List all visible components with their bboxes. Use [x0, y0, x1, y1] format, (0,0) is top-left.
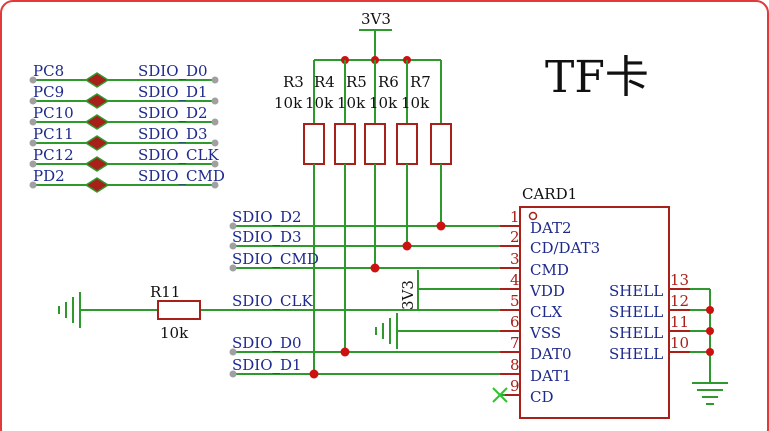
port-label: PD2: [33, 167, 65, 185]
port-label: PC11: [33, 125, 74, 143]
resistor-value: 10k: [160, 324, 189, 342]
net-label: SDIO_D3: [138, 125, 208, 143]
port-label: PC12: [33, 146, 74, 164]
net-label: SDIO_CLK: [232, 292, 313, 310]
resistor-value: 10k: [305, 94, 334, 112]
resistor-r5: [364, 123, 386, 165]
resistor-ref: R4: [314, 73, 335, 91]
pin-number: 3: [510, 250, 520, 268]
connector-ref: CARD1: [522, 185, 577, 203]
net-label: SDIO_CLK: [138, 146, 219, 164]
resistor-r6: [396, 123, 418, 165]
pin-number: 13: [670, 271, 689, 289]
resistor-r11: [157, 300, 201, 320]
pin-number: 7: [510, 334, 520, 352]
pin-number: 4: [510, 271, 520, 289]
pin-number: 9: [510, 377, 520, 395]
port-label: PC9: [33, 83, 64, 101]
net-label: SDIO_D2: [138, 104, 208, 122]
resistor-ref: R11: [150, 283, 180, 301]
resistor-r7: [430, 123, 452, 165]
pin-name: DAT2: [530, 219, 572, 237]
sheet-title: TF卡: [545, 52, 649, 103]
pin-name: SHELL: [609, 345, 663, 363]
net-label: SDIO_D1: [232, 356, 302, 374]
pin-name: DAT0: [530, 345, 572, 363]
pin-number: 11: [670, 313, 689, 331]
power-label: 3V3: [399, 280, 417, 310]
pin-number: 2: [510, 228, 520, 246]
gnd-symbol-left: [58, 292, 81, 328]
signal-wires: [80, 221, 500, 379]
gnd-symbol-shell: [690, 288, 728, 405]
port-label: PC10: [33, 104, 74, 122]
resistor-ref: R5: [346, 73, 367, 91]
pin-name: VSS: [529, 324, 561, 342]
net-label: SDIO_D0: [138, 62, 208, 80]
net-label: SDIO_CMD: [232, 250, 319, 268]
net-map-row: PC9 SDIO_D1: [29, 83, 219, 109]
resistor-ref: R7: [410, 73, 431, 91]
pin-name: SHELL: [609, 303, 663, 321]
power-label: 3V3: [361, 10, 391, 28]
power-symbol-3v3: 3V3: [359, 10, 392, 60]
resistor-ref: R3: [283, 73, 304, 91]
power-symbol-vdd: 3V3: [399, 270, 500, 310]
pin-name: CMD: [530, 261, 569, 279]
pin-name: CLX: [530, 303, 562, 321]
resistor-ref: R6: [378, 73, 399, 91]
pin-name: CD/DAT3: [530, 239, 600, 257]
pin-number: 6: [510, 313, 520, 331]
pin-name: SHELL: [609, 324, 663, 342]
resistor-r3: [303, 123, 325, 165]
resistor-value: 10k: [274, 94, 303, 112]
pin-number: 8: [510, 356, 520, 374]
net-map-row: PC8 SDIO_D0: [29, 62, 219, 88]
net-map-row: PD2 SDIO_CMD: [29, 167, 225, 193]
pin-name: DAT1: [530, 367, 572, 385]
port-label: PC8: [33, 62, 64, 80]
net-label: SDIO_D2: [232, 208, 302, 226]
resistor-value: 10k: [337, 94, 366, 112]
net-label: SDIO_CMD: [138, 167, 225, 185]
pin1-marker: [528, 211, 538, 221]
net-map-row: PC12 SDIO_CLK: [29, 146, 219, 172]
net-label: SDIO_D0: [232, 334, 302, 352]
card-net-labels: SDIO_D2 SDIO_D3 SDIO_CMD SDIO_CLK SDIO_D…: [232, 208, 319, 374]
pullup-resistors: [303, 60, 452, 374]
pin-number: 5: [510, 292, 520, 310]
net-map-block: PC8 SDIO_D0 PC9 SDIO_D1 PC10 SDIO_D2 PC1…: [29, 62, 225, 193]
pin-number: 10: [670, 334, 689, 352]
pin-name: CD: [530, 388, 554, 406]
net-label: SDIO_D3: [232, 228, 302, 246]
pin-number: 12: [670, 292, 689, 310]
gnd-symbol-vss: [375, 313, 500, 349]
pin-name: SHELL: [609, 282, 663, 300]
resistor-value: 10k: [369, 94, 398, 112]
card-connector: CARD1 1 2 3 4 5 6 7 8 9 DAT2 CD/DAT3 CMD…: [500, 185, 690, 419]
pullup-labels: R3 R4 R5 R6 R7 10k 10k 10k 10k 10k: [274, 73, 431, 112]
connector-body: [519, 206, 670, 419]
pin-name: VDD: [529, 282, 565, 300]
net-map-row: PC10 SDIO_D2: [29, 104, 219, 130]
resistor-r4: [334, 123, 356, 165]
pin-number: 1: [510, 208, 520, 226]
resistor-value: 10k: [401, 94, 430, 112]
net-label: SDIO_D1: [138, 83, 208, 101]
net-map-row: PC11 SDIO_D3: [29, 125, 219, 151]
